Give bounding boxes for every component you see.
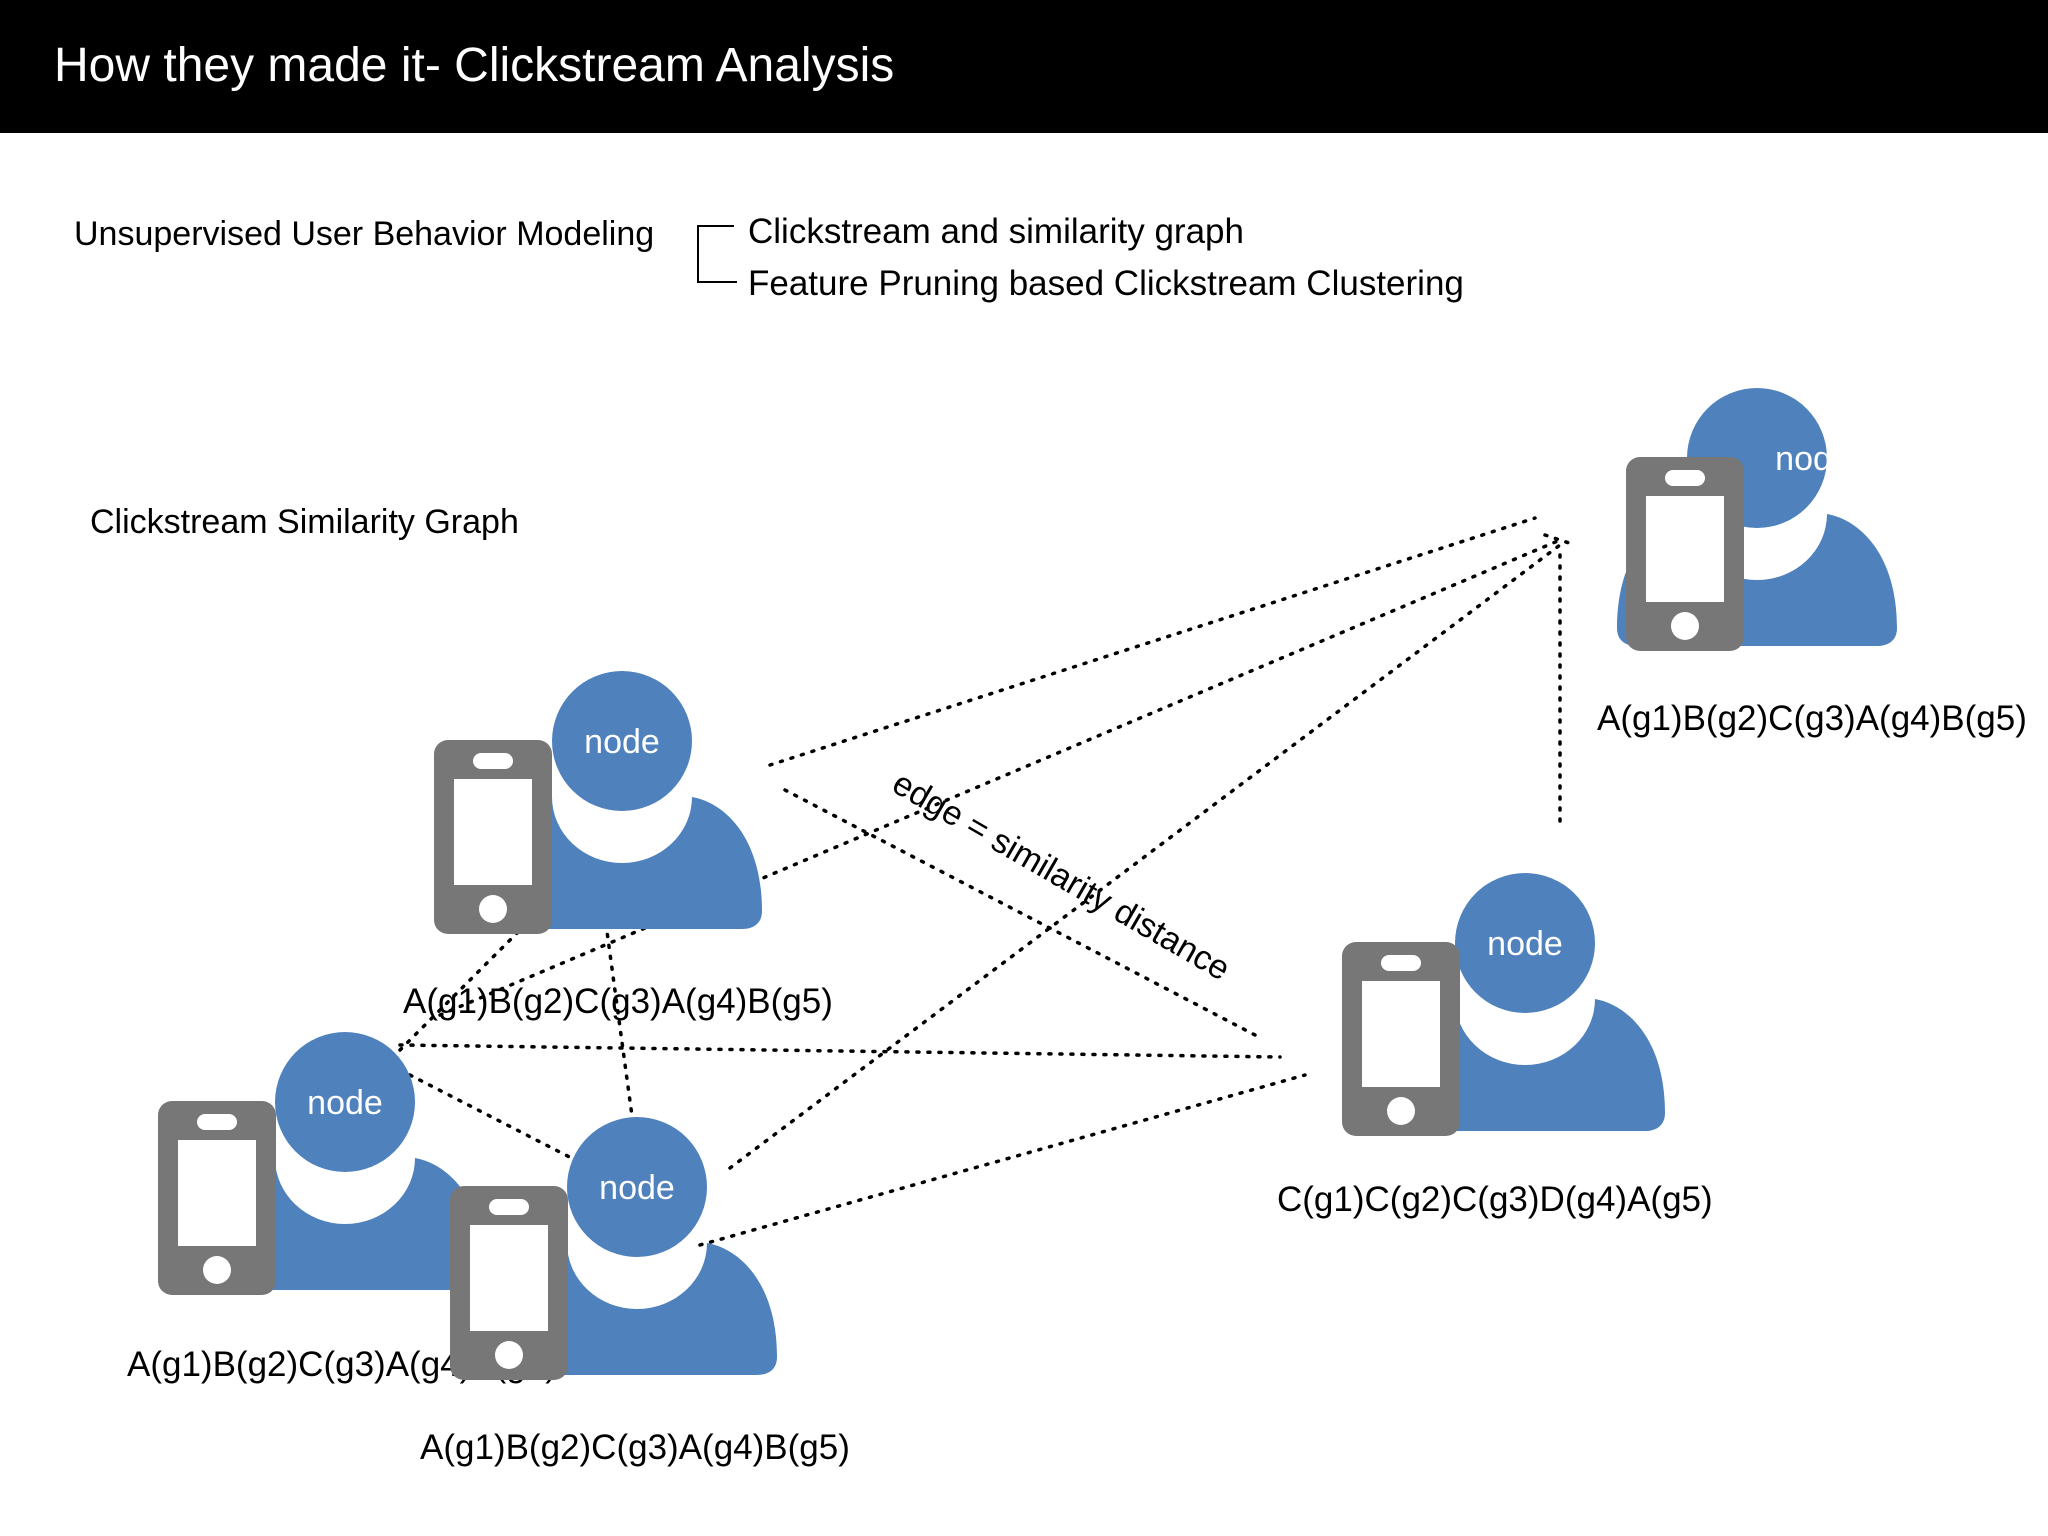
modeling-title: Unsupervised User Behavior Modeling (74, 215, 655, 253)
graph-node: node A(g1)B(g2)C(g3)A(g4)B(g5) (420, 1117, 850, 1467)
edge-label: edge = similarity distance (886, 764, 1236, 988)
node-label: node (584, 723, 660, 761)
edge (728, 543, 1562, 1170)
node-sequence: A(g1)B(g2)C(g3)A(g4)B(g5) (420, 1428, 850, 1467)
edge (783, 788, 1257, 1037)
node-sequence: A(g1)B(g2)C(g3)A(g4)B(g5) (1597, 699, 2027, 738)
slide-header: How they made it- Clickstream Analysis (0, 0, 2048, 133)
node-label: node (1487, 925, 1563, 963)
smartphone-icon (158, 1101, 276, 1295)
edge (398, 858, 592, 1052)
graph-node: node C(g1)C(g2)C(g3)D(g4)A(g5) (1277, 873, 1713, 1219)
graph-node: node A(g1)B(g2)C(g3)A(g4)B(g5) (1597, 388, 2027, 738)
edge (398, 1043, 1282, 1059)
bracket-top (697, 225, 734, 227)
slide-title: How they made it- Clickstream Analysis (54, 39, 895, 92)
node-label: node (1775, 440, 1851, 478)
bracket-vertical (697, 225, 699, 283)
edge (408, 1073, 587, 1167)
node-label: node (307, 1084, 383, 1122)
edge (1543, 533, 1577, 547)
graph-node: node A(g1)B(g2)C(g3)A(g4)B(g5) (403, 671, 833, 1021)
branch-item-feature-pruning: Feature Pruning based Clickstream Cluste… (748, 264, 1464, 303)
smartphone-icon (1342, 942, 1460, 1136)
node-label: node (599, 1169, 675, 1207)
graph-title: Clickstream Similarity Graph (90, 503, 519, 541)
edge (768, 516, 1537, 767)
smartphone-icon (1626, 457, 1744, 651)
edge (438, 538, 1562, 1017)
branch-item-similarity-graph: Clickstream and similarity graph (748, 212, 1244, 251)
node-sequence: C(g1)C(g2)C(g3)D(g4)A(g5) (1277, 1180, 1713, 1219)
graph-edges (398, 516, 1577, 1247)
smartphone-icon (434, 740, 552, 934)
edge (698, 1073, 1307, 1247)
bracket-bottom (697, 281, 737, 283)
smartphone-icon (450, 1186, 568, 1380)
node-sequence: A(g1)B(g2)C(g3)A(g4)B(g5) (403, 982, 833, 1021)
